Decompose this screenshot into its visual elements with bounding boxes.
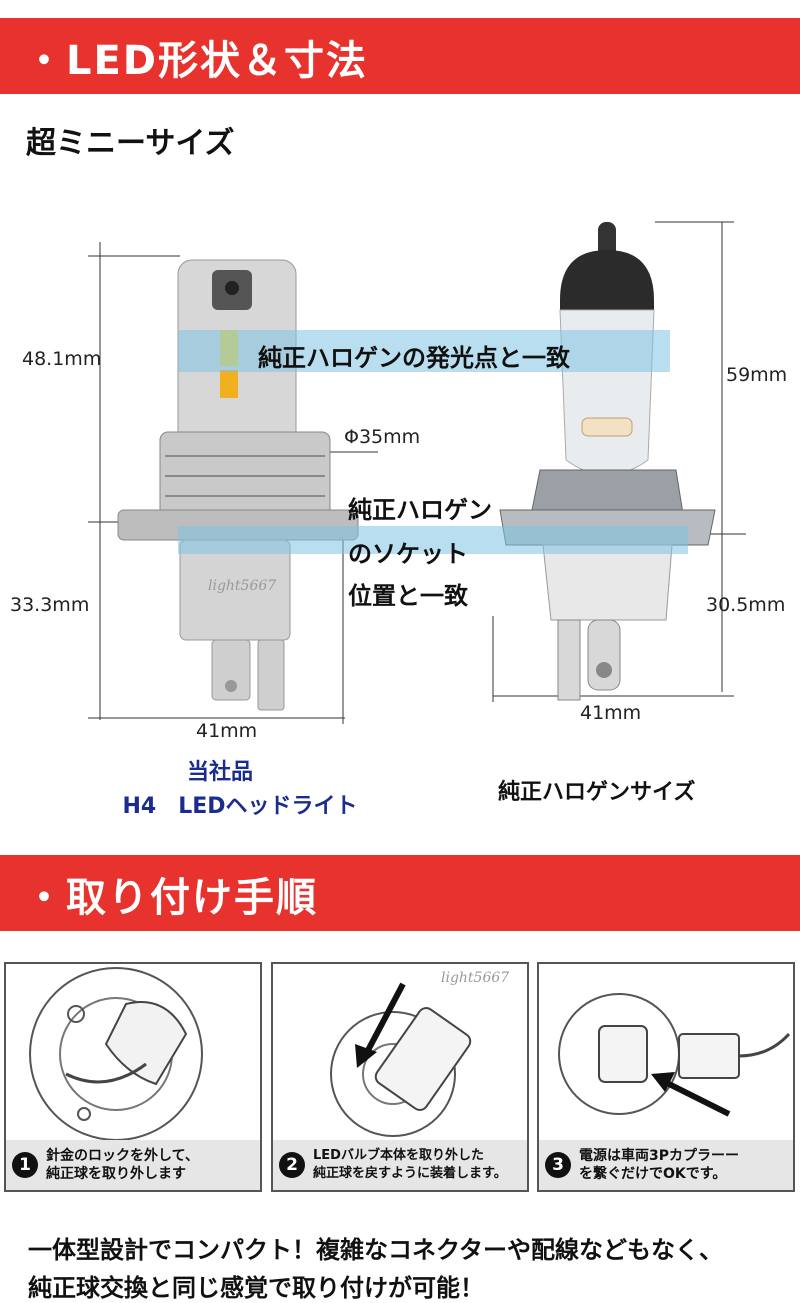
install-step-3: 3 電源は車両3Pカプラーー を繋ぐだけでOKです。 [537, 962, 795, 1192]
footer-line1: 一体型設計でコンパクト！複雑なコネクターや配線などもなく、 [28, 1236, 724, 1264]
footer-line2: 純正球交換と同じ感覚で取り付けが可能！ [28, 1274, 484, 1302]
section-banner-install: ・取り付け手順 [0, 855, 800, 931]
halogen-height-lower: 30.5mm [706, 594, 786, 616]
led-diameter: Φ35mm [344, 426, 421, 448]
halogen-bulb-drawing [499, 222, 716, 701]
step-1-line1: 針金のロックを外して、 [46, 1148, 199, 1164]
install-step-2: light5667 2 LEDバルブ本体を取り外した 純正球を戻すように装着しま… [271, 962, 529, 1192]
step-3-line1: 電源は車両3Pカプラーー [579, 1148, 740, 1164]
section-banner-shape: ・LED形状＆寸法 [0, 18, 800, 94]
step-2-line2: 純正球を戻すように装着します。 [313, 1166, 507, 1181]
step-3-illustration [558, 993, 791, 1117]
led-height-lower: 33.3mm [10, 594, 90, 616]
socket-note-line3: 位置と一致 [348, 582, 468, 610]
led-caption-line2: H4 LEDヘッドライト [122, 794, 358, 819]
led-width: 41mm [196, 720, 258, 742]
step-number: 2 [279, 1152, 305, 1178]
step-2-line1: LEDバルブ本体を取り外した [313, 1148, 484, 1163]
step-3-line2: を繋ぐだけでOKです。 [579, 1166, 727, 1182]
halogen-width: 41mm [580, 702, 642, 724]
focal-point-note: 純正ハロゲンの発光点と一致 [258, 344, 570, 372]
step-1-illustration [29, 967, 203, 1141]
step-1-line2: 純正球を取り外します [46, 1166, 186, 1182]
led-bulb-drawing [117, 259, 359, 711]
socket-note-line2: のソケット [348, 540, 468, 568]
size-subtitle: 超ミニーサイズ [26, 126, 235, 161]
section-title-install: ・取り付け手順 [24, 875, 318, 921]
step-2-illustration [330, 982, 472, 1137]
install-step-1: 1 針金のロックを外して、 純正球を取り外します [4, 962, 262, 1192]
step-number: 1 [12, 1152, 38, 1178]
step-2-caption: 2 LEDバルブ本体を取り外した 純正球を戻すように装着します。 [273, 1140, 527, 1190]
section-title-shape: ・LED形状＆寸法 [24, 38, 369, 84]
halogen-height-upper: 59mm [726, 364, 788, 386]
steps-watermark: light5667 [441, 970, 510, 986]
led-watermark: light5667 [208, 578, 277, 594]
socket-note-line1: 純正ハロゲン [348, 496, 492, 524]
led-caption-line1: 当社品 [186, 760, 253, 785]
product-illustration [88, 221, 746, 724]
step-number: 3 [545, 1152, 571, 1178]
step-1-caption: 1 針金のロックを外して、 純正球を取り外します [6, 1140, 260, 1190]
halogen-caption: 純正ハロゲンサイズ [498, 780, 696, 805]
led-height-upper: 48.1mm [22, 348, 102, 370]
step-3-caption: 3 電源は車両3Pカプラーー を繋ぐだけでOKです。 [539, 1140, 793, 1190]
